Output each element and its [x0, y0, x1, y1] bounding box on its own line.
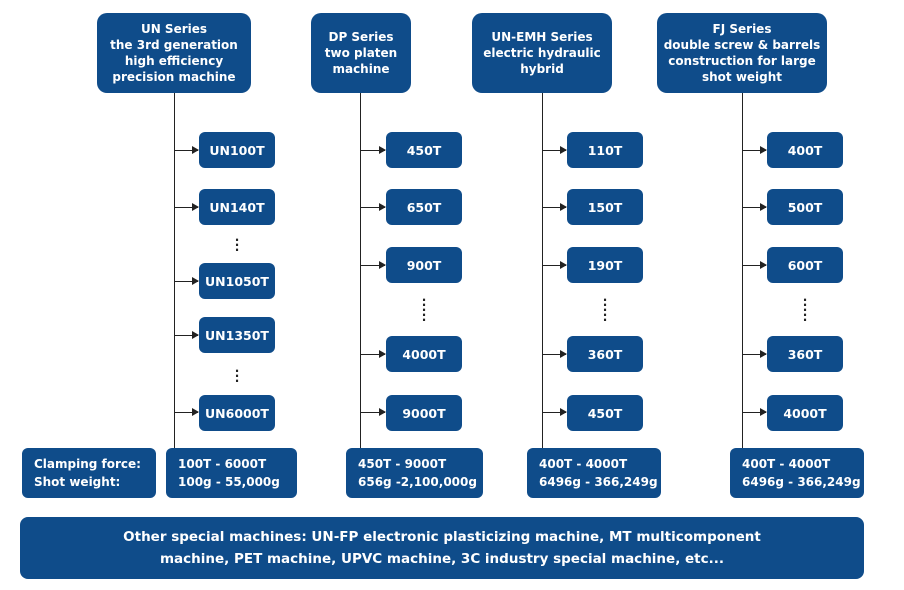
header-line: shot weight	[701, 70, 783, 84]
un-emh-series-trunk-line	[542, 93, 543, 448]
connector-arrow	[742, 203, 767, 211]
ellipsis-vertical: ·····	[602, 293, 608, 327]
ellipsis-vertical: ···	[234, 364, 240, 388]
shot-weight-label: Shot weight:	[34, 475, 121, 489]
model-box-600t: 600T	[767, 247, 843, 283]
fj-series-spec-box: 400T - 4000T 6496g - 366,249g	[730, 448, 864, 498]
dp-series-trunk-line	[360, 93, 361, 448]
model-box-450t: 450T	[386, 132, 462, 168]
header-line: the 3rd generation	[110, 38, 238, 52]
header-line: construction for large	[668, 54, 816, 68]
model-box-un1350t: UN1350T	[199, 317, 275, 353]
spec-labels-box: Clamping force: Shot weight:	[22, 448, 156, 498]
connector-arrow	[174, 203, 199, 211]
connector-arrow	[742, 146, 767, 154]
connector-arrow	[360, 146, 386, 154]
connector-arrow	[742, 350, 767, 358]
connector-arrow	[742, 261, 767, 269]
header-line: DP Series	[328, 30, 394, 44]
shot-weight-value: 100g - 55,000g	[178, 475, 280, 489]
connector-arrow	[174, 331, 199, 339]
connector-arrow	[542, 408, 567, 416]
model-box-un140t: UN140T	[199, 189, 275, 225]
clamping-force-label: Clamping force:	[34, 457, 141, 471]
connector-arrow	[360, 350, 386, 358]
connector-arrow	[174, 277, 199, 285]
un-series-trunk-line	[174, 93, 175, 448]
connector-arrow	[542, 146, 567, 154]
ellipsis-vertical: ·····	[802, 293, 808, 327]
header-line: hybrid	[520, 62, 564, 76]
clamping-force-value: 450T - 9000T	[358, 457, 447, 471]
connector-arrow	[174, 408, 199, 416]
connector-arrow	[542, 203, 567, 211]
header-line: UN-EMH Series	[491, 30, 593, 44]
header-line: machine	[332, 62, 390, 76]
model-box-150t: 150T	[567, 189, 643, 225]
clamping-force-value: 400T - 4000T	[539, 457, 628, 471]
header-line: electric hydraulic	[483, 46, 601, 60]
header-line: high efficiency	[124, 54, 224, 68]
other-special-machines-banner: Other special machines: UN-FP electronic…	[20, 517, 864, 579]
footer-line: Other special machines: UN-FP electronic…	[123, 529, 761, 545]
connector-arrow	[360, 203, 386, 211]
header-line: double screw & barrels	[663, 38, 821, 52]
header-line: two platen	[324, 46, 398, 60]
shot-weight-value: 656g -2,100,000g	[358, 475, 477, 489]
connector-arrow	[542, 261, 567, 269]
fj-series-header: FJ Series double screw & barrels constru…	[657, 13, 827, 93]
un-emh-series-spec-box: 400T - 4000T 6496g - 366,249g	[527, 448, 661, 498]
un-emh-series-header: UN-EMH Series electric hydraulic hybrid	[472, 13, 612, 93]
model-box-360t: 360T	[567, 336, 643, 372]
shot-weight-value: 6496g - 366,249g	[539, 475, 658, 489]
shot-weight-value: 6496g - 366,249g	[742, 475, 861, 489]
connector-arrow	[542, 350, 567, 358]
header-line: FJ Series	[712, 22, 772, 36]
ellipsis-vertical: ·····	[421, 293, 427, 327]
ellipsis-vertical: ···	[234, 233, 240, 257]
model-box-4000t: 4000T	[386, 336, 462, 372]
model-box-un1050t: UN1050T	[199, 263, 275, 299]
model-box-450t: 450T	[567, 395, 643, 431]
model-box-360t: 360T	[767, 336, 843, 372]
model-box-4000t: 4000T	[767, 395, 843, 431]
clamping-force-value: 100T - 6000T	[178, 457, 267, 471]
dp-series-spec-box: 450T - 9000T 656g -2,100,000g	[346, 448, 483, 498]
clamping-force-value: 400T - 4000T	[742, 457, 831, 471]
model-box-un100t: UN100T	[199, 132, 275, 168]
model-box-500t: 500T	[767, 189, 843, 225]
header-line: UN Series	[140, 22, 208, 36]
connector-arrow	[174, 146, 199, 154]
model-box-110t: 110T	[567, 132, 643, 168]
fj-series-trunk-line	[742, 93, 743, 448]
un-series-header: UN Series the 3rd generation high effici…	[97, 13, 251, 93]
model-box-un6000t: UN6000T	[199, 395, 275, 431]
dp-series-header: DP Series two platen machine	[311, 13, 411, 93]
connector-arrow	[360, 408, 386, 416]
model-box-190t: 190T	[567, 247, 643, 283]
connector-arrow	[360, 261, 386, 269]
connector-arrow	[742, 408, 767, 416]
un-series-spec-box: 100T - 6000T 100g - 55,000g	[166, 448, 297, 498]
model-box-9000t: 9000T	[386, 395, 462, 431]
header-line: precision machine	[112, 70, 236, 84]
model-box-400t: 400T	[767, 132, 843, 168]
model-box-900t: 900T	[386, 247, 462, 283]
footer-line: machine, PET machine, UPVC machine, 3C i…	[159, 551, 725, 567]
model-box-650t: 650T	[386, 189, 462, 225]
